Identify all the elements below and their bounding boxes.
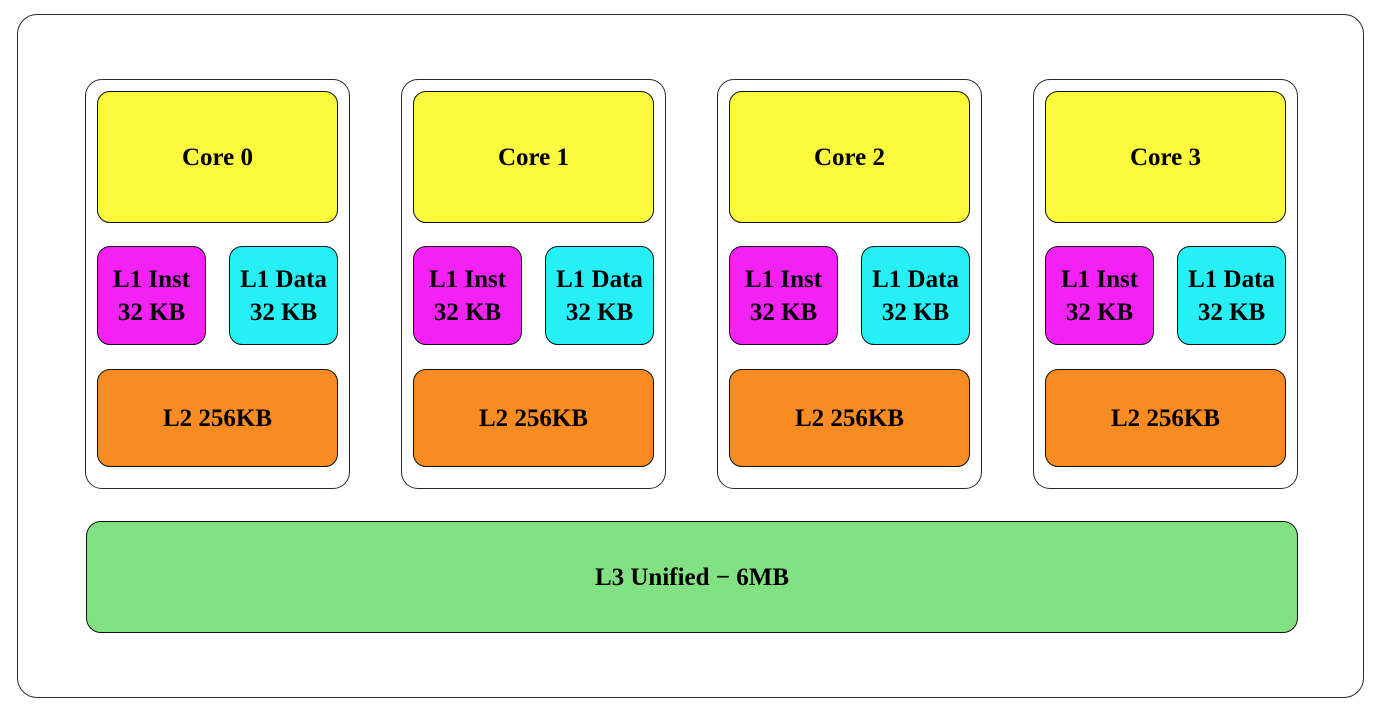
core-group-0: Core 0 L1 Inst 32 KB L1 Data 32 KB L2 25… (85, 79, 350, 489)
core-1-l2-cache: L2 256KB (413, 369, 654, 467)
l1-inst-size: 32 KB (749, 298, 818, 326)
core-2-label: Core 2 (813, 143, 886, 171)
core-2-l1-data-cache: L1 Data 32 KB (861, 246, 970, 345)
core-1-label: Core 1 (497, 143, 570, 171)
l1-data-label: L1 Data (1188, 265, 1275, 293)
processor-package-outline: Core 0 L1 Inst 32 KB L1 Data 32 KB L2 25… (17, 14, 1364, 698)
core-1-l1-row: L1 Inst 32 KB L1 Data 32 KB (413, 246, 654, 345)
l1-inst-label: L1 Inst (428, 265, 507, 293)
core-0-l1-row: L1 Inst 32 KB L1 Data 32 KB (97, 246, 338, 345)
l2-label: L2 256KB (478, 404, 589, 432)
core-3-l1-data-cache: L1 Data 32 KB (1177, 246, 1286, 345)
l1-inst-label: L1 Inst (744, 265, 823, 293)
l2-label: L2 256KB (162, 404, 273, 432)
core-1-l1-inst-cache: L1 Inst 32 KB (413, 246, 522, 345)
cores-row: Core 0 L1 Inst 32 KB L1 Data 32 KB L2 25… (85, 79, 1298, 489)
core-2-box: Core 2 (729, 91, 970, 223)
core-3-l1-row: L1 Inst 32 KB L1 Data 32 KB (1045, 246, 1286, 345)
l3-unified-cache: L3 Unified − 6MB (86, 521, 1298, 633)
l1-data-label: L1 Data (872, 265, 959, 293)
core-group-1: Core 1 L1 Inst 32 KB L1 Data 32 KB L2 25… (401, 79, 666, 489)
l1-inst-label: L1 Inst (1060, 265, 1139, 293)
l1-inst-size: 32 KB (117, 298, 186, 326)
core-3-label: Core 3 (1129, 143, 1202, 171)
core-1-l1-data-cache: L1 Data 32 KB (545, 246, 654, 345)
core-0-l1-data-cache: L1 Data 32 KB (229, 246, 338, 345)
l1-data-label: L1 Data (556, 265, 643, 293)
core-1-box: Core 1 (413, 91, 654, 223)
core-0-l2-cache: L2 256KB (97, 369, 338, 467)
l1-data-size: 32 KB (249, 298, 318, 326)
l1-inst-label: L1 Inst (112, 265, 191, 293)
l1-data-size: 32 KB (1197, 298, 1266, 326)
core-group-3: Core 3 L1 Inst 32 KB L1 Data 32 KB L2 25… (1033, 79, 1298, 489)
core-group-2: Core 2 L1 Inst 32 KB L1 Data 32 KB L2 25… (717, 79, 982, 489)
l1-data-size: 32 KB (565, 298, 634, 326)
l1-data-size: 32 KB (881, 298, 950, 326)
core-0-label: Core 0 (181, 143, 254, 171)
l2-label: L2 256KB (794, 404, 905, 432)
core-3-box: Core 3 (1045, 91, 1286, 223)
l1-inst-size: 32 KB (1065, 298, 1134, 326)
l2-label: L2 256KB (1110, 404, 1221, 432)
core-0-box: Core 0 (97, 91, 338, 223)
core-3-l2-cache: L2 256KB (1045, 369, 1286, 467)
l3-label: L3 Unified − 6MB (594, 563, 790, 591)
core-3-l1-inst-cache: L1 Inst 32 KB (1045, 246, 1154, 345)
core-2-l1-row: L1 Inst 32 KB L1 Data 32 KB (729, 246, 970, 345)
core-2-l1-inst-cache: L1 Inst 32 KB (729, 246, 838, 345)
core-0-l1-inst-cache: L1 Inst 32 KB (97, 246, 206, 345)
l1-inst-size: 32 KB (433, 298, 502, 326)
l1-data-label: L1 Data (240, 265, 327, 293)
core-2-l2-cache: L2 256KB (729, 369, 970, 467)
